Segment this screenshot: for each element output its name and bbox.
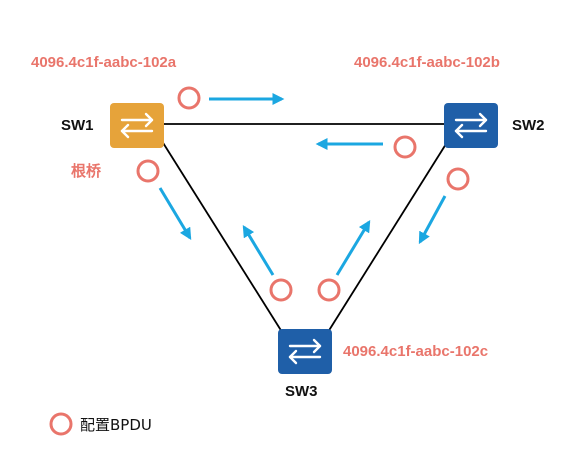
bpdu-arrow-icon	[335, 219, 371, 276]
switch-icon	[110, 103, 164, 148]
legend-circle-icon	[49, 412, 73, 436]
bpdu-marker-icon	[136, 159, 160, 183]
link-sw1-sw3	[159, 137, 283, 333]
bpdu-marker-icon	[446, 167, 470, 191]
bpdu-marker-icon	[269, 278, 293, 302]
switch-icon	[444, 103, 498, 148]
bpdu-arrow-icon	[242, 224, 275, 276]
legend-label: 配置BPDU	[80, 416, 152, 434]
sw3-label: SW3	[285, 383, 318, 400]
root-bridge-label: 根桥	[71, 162, 102, 180]
bpdu-arrow-icon	[418, 195, 447, 245]
sw1-bridge-id: 4096.4c1f-aabc-102a	[31, 54, 177, 71]
switch-icon	[278, 329, 332, 374]
sw2-bridge-id: 4096.4c1f-aabc-102b	[354, 54, 500, 71]
link-sw2-sw3	[327, 143, 447, 333]
bpdu-arrow-icon	[158, 187, 192, 241]
sw3-bridge-id: 4096.4c1f-aabc-102c	[343, 343, 489, 360]
bpdu-marker-icon	[393, 135, 417, 159]
sw1-label: SW1	[61, 117, 94, 134]
sw2-label: SW2	[512, 117, 545, 134]
bpdu-marker-icon	[317, 278, 341, 302]
bpdu-marker-icon	[177, 86, 201, 110]
